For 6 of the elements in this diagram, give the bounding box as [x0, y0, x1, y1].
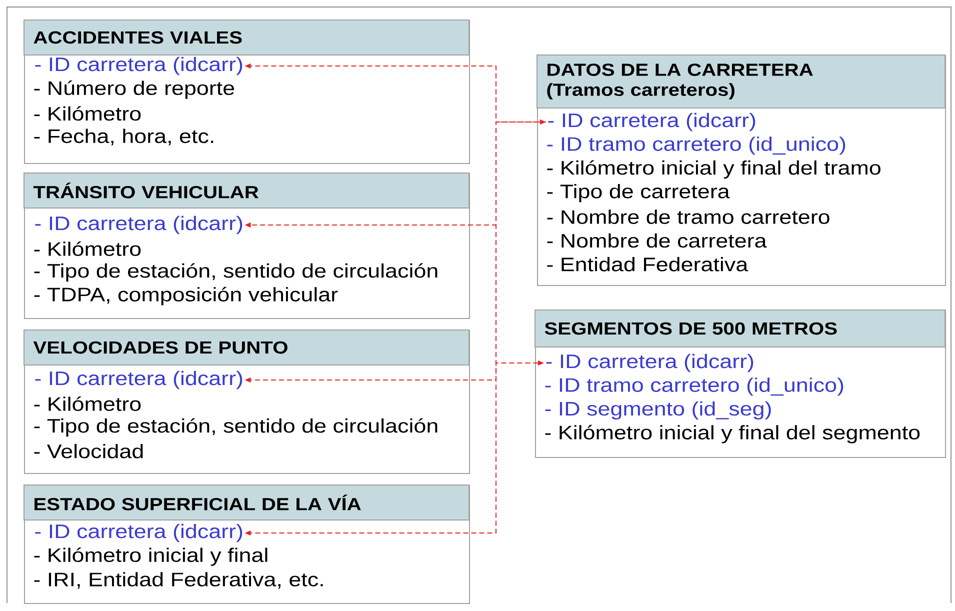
key-field: - ID carretera (idcarr) — [35, 56, 242, 76]
key-field: - ID carretera (idcarr) — [35, 370, 242, 390]
key-field: - ID carretera (idcarr) — [546, 354, 754, 372]
key-field: - ID carretera (idcarr) — [35, 524, 242, 542]
key-field: - ID carretera (idcarr) — [35, 216, 242, 234]
key-field: - ID carretera (idcarr) — [548, 112, 756, 132]
